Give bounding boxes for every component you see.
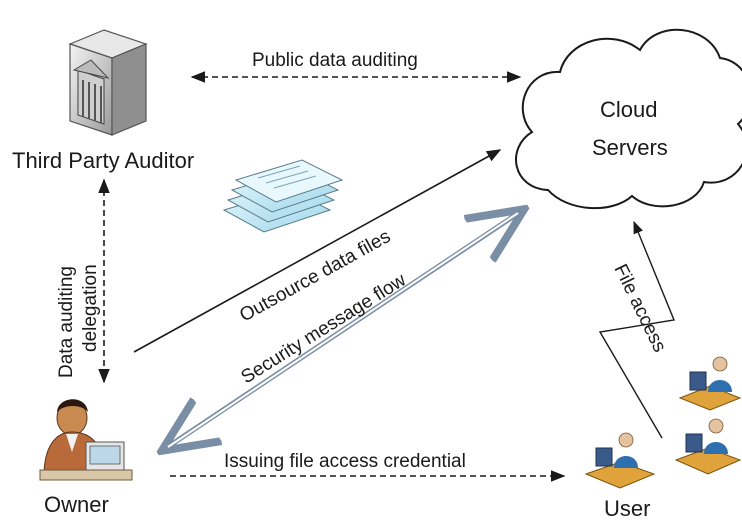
delegation-label-line2: delegation	[80, 264, 101, 352]
security-message-flow-arrow	[166, 212, 520, 448]
file-access-arrow	[598, 220, 675, 439]
server-building-icon	[68, 29, 148, 136]
file-access-label: File access	[610, 261, 671, 356]
document-stack-icon	[222, 159, 344, 233]
owner-label: Owner	[44, 492, 109, 517]
security-message-flow-label: Security message flow	[238, 270, 411, 389]
user-label: User	[604, 496, 650, 521]
workstation-user-icon	[678, 356, 742, 411]
issuing-credential-label: Issuing file access credential	[224, 451, 466, 472]
person-at-desk-icon	[39, 399, 133, 481]
delegation-label-line1: Data auditing	[56, 266, 77, 378]
workstation-user-icon	[674, 418, 742, 475]
workstation-user-icon	[584, 432, 656, 489]
cloud-servers-label-line2: Servers	[592, 135, 668, 160]
cloud-servers-label-line1: Cloud	[600, 97, 657, 122]
cloud-icon	[515, 28, 742, 210]
third-party-auditor-label: Third Party Auditor	[12, 148, 194, 173]
public-data-auditing-label: Public data auditing	[252, 50, 418, 71]
